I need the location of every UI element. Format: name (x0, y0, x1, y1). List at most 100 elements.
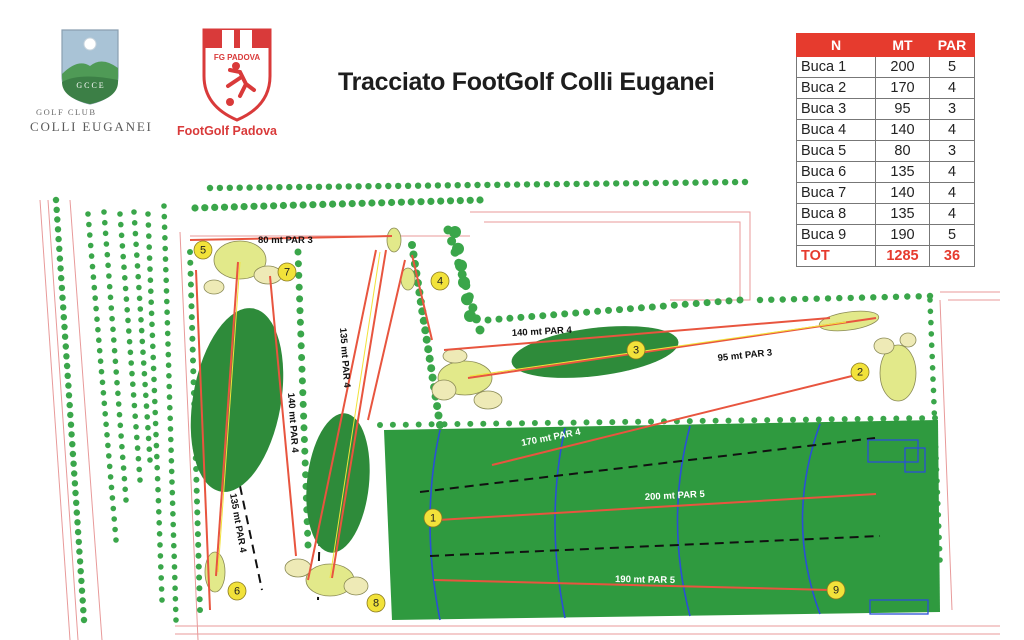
tree (66, 401, 73, 409)
tree (714, 298, 722, 306)
tree (276, 184, 283, 191)
tree (165, 362, 172, 369)
tree (189, 335, 196, 342)
tree (156, 520, 162, 526)
tree (187, 281, 194, 288)
tree (152, 409, 158, 416)
tree (428, 373, 437, 382)
hole-number: 4 (437, 276, 443, 288)
tree (146, 233, 152, 239)
tree (135, 455, 142, 462)
tree (206, 184, 214, 192)
tree (146, 255, 153, 261)
tree (892, 293, 900, 300)
tree (815, 416, 822, 423)
tree (195, 563, 202, 570)
tree (881, 293, 888, 301)
tree (932, 415, 938, 421)
tree (140, 349, 146, 356)
tree (115, 401, 122, 407)
tree (404, 182, 412, 189)
tree (572, 309, 580, 317)
tree (156, 509, 162, 515)
tree (802, 295, 809, 303)
tree (131, 209, 137, 215)
tree (672, 179, 679, 186)
tree (189, 346, 196, 353)
tree (415, 421, 422, 428)
tree (385, 182, 392, 190)
tree (583, 180, 590, 187)
tree (59, 294, 66, 301)
tree (596, 419, 603, 426)
tree (703, 299, 711, 307)
tree (89, 263, 96, 270)
hole-6-label: 135 mt PAR 4 (227, 493, 248, 555)
tree (73, 509, 81, 516)
tree (133, 241, 139, 248)
tree (142, 381, 148, 388)
tree (155, 486, 161, 493)
tree (220, 203, 229, 211)
tree (80, 607, 87, 614)
tree (157, 553, 164, 559)
tree (622, 180, 630, 187)
tree (779, 296, 786, 303)
tree (71, 470, 78, 477)
tree (539, 312, 547, 320)
tree (297, 330, 305, 338)
tree (113, 537, 119, 543)
tree (188, 292, 195, 299)
tree (417, 198, 425, 206)
tree (388, 198, 396, 207)
tree (927, 308, 934, 315)
tree (153, 442, 160, 449)
tree (137, 306, 144, 312)
greens-and-bunkers (203, 227, 917, 597)
tree (189, 324, 196, 331)
tree (424, 182, 432, 189)
tree (764, 417, 771, 424)
tree (110, 326, 116, 333)
tree (140, 360, 147, 366)
tree (304, 541, 312, 549)
tree (632, 180, 640, 187)
tree (56, 245, 63, 252)
tree (904, 293, 911, 300)
tree (230, 203, 238, 211)
tree (659, 302, 667, 310)
tree (62, 343, 69, 350)
fg-shield-text: FG PADOVA (214, 53, 261, 62)
tree (113, 369, 119, 375)
tree (55, 235, 62, 243)
tree (286, 183, 293, 191)
tree (464, 181, 471, 189)
tree (166, 394, 173, 400)
tree (193, 487, 200, 494)
tree (594, 307, 602, 315)
hole-4-marker: 4 (430, 271, 450, 291)
tree (424, 345, 433, 354)
tree (74, 519, 81, 526)
tree (790, 416, 796, 423)
tree (145, 222, 152, 228)
tree (61, 323, 68, 331)
tree (930, 387, 937, 394)
tree (136, 284, 142, 291)
tree (156, 531, 163, 537)
tree (92, 295, 98, 301)
tree (104, 251, 111, 258)
tree (348, 200, 356, 208)
footgolf-padova-label: FootGolf Padova (177, 124, 277, 138)
hole-9-label: 190 mt PAR 5 (615, 574, 676, 586)
tree (86, 221, 92, 228)
tree (126, 338, 133, 345)
tree (169, 489, 176, 496)
tree (190, 368, 197, 375)
tree (76, 548, 83, 555)
tree (670, 301, 678, 309)
tree (69, 450, 77, 458)
tree (107, 294, 114, 301)
